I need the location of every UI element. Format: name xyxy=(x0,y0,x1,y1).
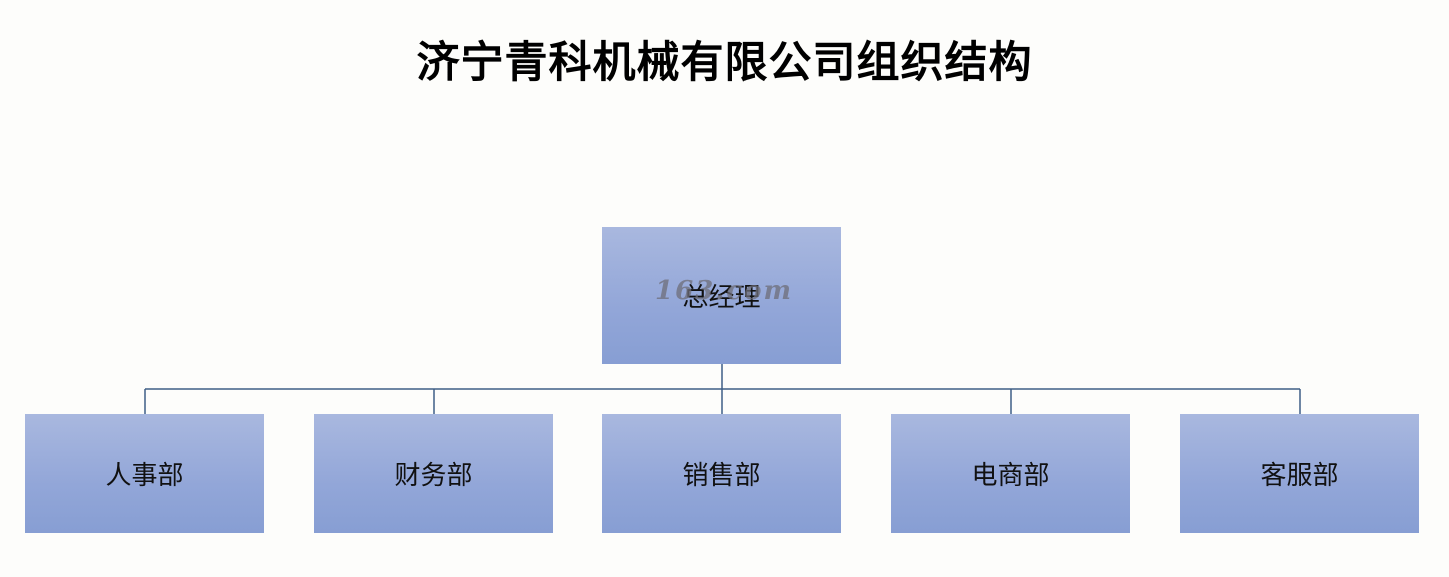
root-node-label: 总经理 xyxy=(682,283,761,313)
dept-node-ecommerce: 电商部 xyxy=(891,414,1130,533)
dept-node-label: 人事部 xyxy=(105,461,184,491)
dept-node-customer-service: 客服部 xyxy=(1180,414,1419,533)
dept-node-finance: 财务部 xyxy=(314,414,553,533)
dept-node-label: 财务部 xyxy=(394,461,473,491)
dept-node-hr: 人事部 xyxy=(25,414,264,533)
dept-node-label: 销售部 xyxy=(682,461,761,491)
chart-title: 济宁青科机械有限公司组织结构 xyxy=(416,38,1033,88)
dept-node-label: 电商部 xyxy=(971,461,1050,491)
dept-node-label: 客服部 xyxy=(1260,461,1339,491)
root-node-general-manager: 总经理 xyxy=(602,227,841,364)
dept-node-sales: 销售部 xyxy=(602,414,841,533)
